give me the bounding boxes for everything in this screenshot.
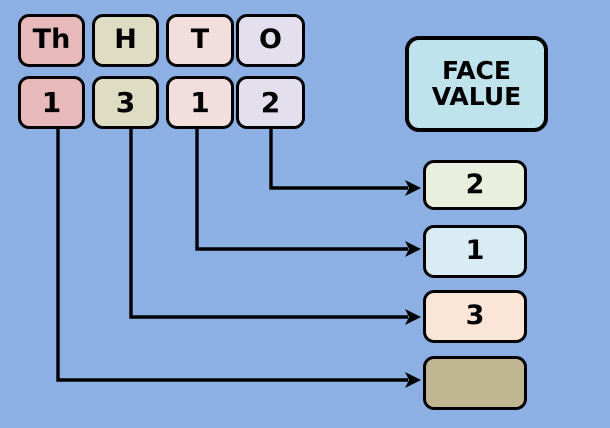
face-value-line-2: VALUE (431, 82, 522, 111)
result-ones: 2 (423, 160, 527, 210)
place-heading-thousands: Th (18, 14, 85, 67)
arrowhead-ones (405, 180, 421, 196)
result-thousands (423, 356, 527, 410)
arrowhead-hundreds (405, 309, 421, 325)
arrowhead-thousands (405, 372, 421, 388)
digit-thousands: 1 (18, 76, 85, 129)
wire-ones (269, 127, 408, 190)
face-value-line-1: FACE (442, 55, 511, 85)
digit-hundreds: 3 (92, 76, 159, 129)
arrowhead-tens (405, 241, 421, 257)
result-hundreds: 3 (423, 290, 527, 343)
wire-hundreds (129, 127, 408, 319)
digit-ones: 2 (236, 76, 305, 129)
place-heading-ones: O (236, 14, 305, 67)
place-heading-tens: T (166, 14, 234, 67)
wire-thousands (56, 127, 408, 382)
face-value-label-box: FACE VALUE (405, 36, 548, 132)
digit-tens: 1 (166, 76, 234, 129)
wire-tens (195, 127, 408, 251)
place-heading-hundreds: H (92, 14, 159, 67)
result-tens: 1 (423, 225, 527, 278)
